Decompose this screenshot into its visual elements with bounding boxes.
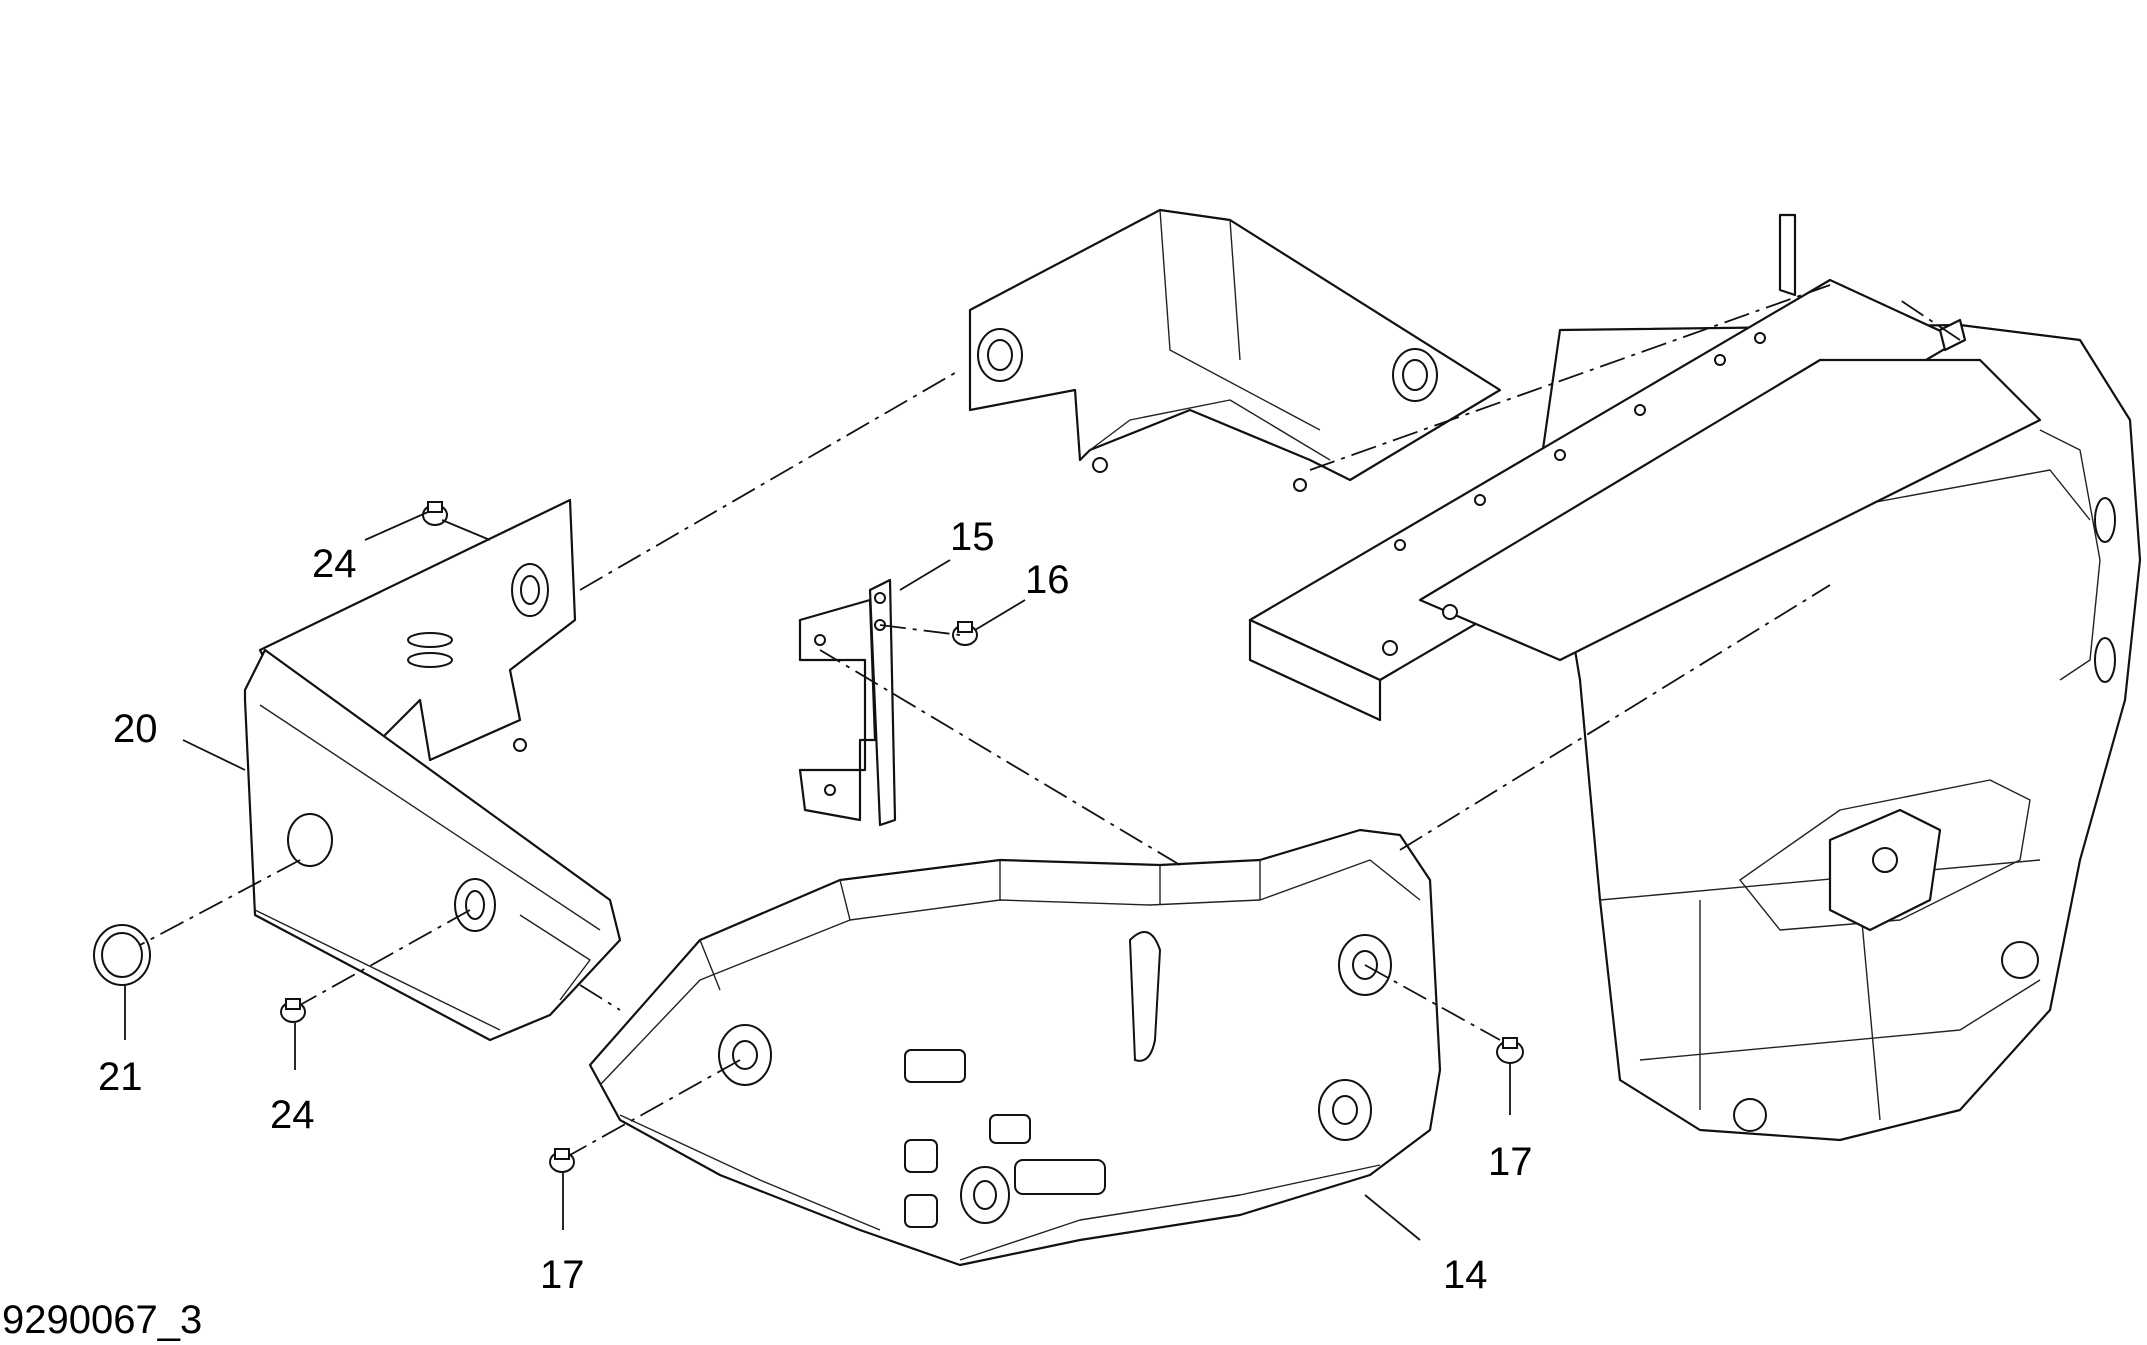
callout-17-right: 17 <box>1488 1140 1533 1184</box>
callout-21: 21 <box>98 1055 143 1099</box>
part-16-screw <box>952 621 978 646</box>
assembly-lines <box>139 284 1961 1156</box>
callout-17-left: 17 <box>540 1253 585 1297</box>
part-24-screw-bottom <box>280 998 306 1023</box>
part-21-grommet <box>93 924 151 986</box>
callout-16: 16 <box>1025 558 1070 602</box>
callout-14: 14 <box>1443 1253 1488 1297</box>
upper-back-bracket <box>968 208 1502 492</box>
part-15-bracket <box>798 578 897 827</box>
callout-15: 15 <box>950 515 995 559</box>
part-14-lower-panel <box>588 828 1442 1267</box>
leader-lines <box>124 511 1511 1241</box>
top-mounting-plate <box>1248 213 2042 722</box>
figure-id: 9290067_3 <box>2 1298 202 1342</box>
callout-20: 20 <box>113 707 158 751</box>
part-17-screw-right <box>1496 1037 1524 1064</box>
callout-24-top: 24 <box>312 542 357 586</box>
hardware <box>93 501 1524 1173</box>
part-20-side-panel <box>243 498 622 1042</box>
part-17-screw-left <box>549 1148 575 1173</box>
callout-labels: 24 20 21 24 15 16 17 17 14 <box>98 515 1533 1297</box>
callout-24-bottom: 24 <box>270 1093 315 1137</box>
